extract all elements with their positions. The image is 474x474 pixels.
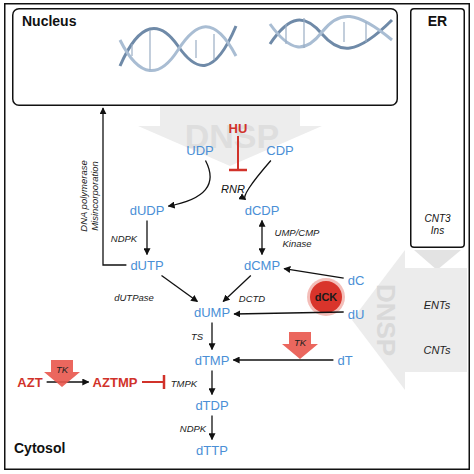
node-text: UDP (186, 143, 213, 158)
box-heading: ER (410, 13, 465, 29)
node-text: dTMP (195, 353, 230, 368)
node-text: dTDP (195, 398, 228, 413)
metabolite-label: dUMP (192, 304, 232, 321)
pathway-arrow (261, 221, 262, 255)
pathway-arrow (162, 276, 198, 302)
enzyme-circle: dCK (310, 281, 342, 313)
pathway-arrow (234, 312, 344, 314)
enzyme-label: NDPK (180, 423, 206, 434)
dna-strand (270, 16, 392, 47)
dnsp-arrow (138, 106, 322, 166)
watermark: DNSP (370, 284, 401, 356)
enzyme-label: TS (191, 331, 203, 342)
inhibition-line (142, 381, 164, 383)
node-text: dCMP (244, 258, 280, 273)
node-text: AZTMP (93, 375, 138, 390)
metabolite-label: dT (335, 352, 354, 369)
node-text: dCDP (245, 203, 280, 218)
tk-arrow (44, 360, 80, 387)
tk-arrow (282, 332, 318, 359)
rung (131, 44, 132, 56)
transporter-label: ENTs (424, 299, 451, 311)
enzyme-label: TK (294, 337, 306, 348)
metabolite-label: dUTP (128, 257, 165, 274)
pathway-arrow (211, 371, 212, 395)
enzyme-label: dUTPase (114, 292, 154, 303)
enzyme-label: DCTD (239, 293, 265, 304)
metabolite-label: dTTP (194, 442, 230, 459)
metabolite-label: UDP (184, 142, 215, 159)
transporter-label: CNTs (423, 344, 450, 356)
enzyme-label: RNR (221, 183, 245, 195)
dna-helix (120, 16, 392, 70)
pathway-arrow (233, 359, 333, 360)
node-text: dC (348, 273, 365, 288)
rung (285, 24, 286, 44)
cytosol-frame: Cytosol Nucleus ER CNT3 Ins UDP CDP dUDP dCDP dU… (4, 3, 470, 470)
pathway-arrow (211, 323, 212, 350)
rung (149, 30, 150, 70)
box-heading: CNT3 Ins (423, 213, 452, 237)
metabolite-label: dC (346, 272, 367, 289)
nucleus-box: Nucleus (12, 8, 398, 106)
pathway-arrow (47, 381, 89, 382)
rung (213, 34, 214, 60)
node-text: dUMP (194, 305, 230, 320)
box-heading: Cytosol (14, 440, 65, 456)
dna-rungs (132, 18, 366, 70)
metabolite-label: AZT (15, 374, 44, 391)
rung (303, 18, 304, 48)
node-text: dCK (315, 291, 338, 303)
pathway-arrow (245, 161, 271, 200)
pathway-arrow (211, 416, 212, 440)
node-text: CDP (266, 143, 293, 158)
inhibitor-label: HU (229, 121, 248, 136)
dna-strand (120, 27, 236, 71)
node-text: dT (337, 353, 352, 368)
enzyme-label: TMPK (171, 378, 197, 389)
rung (365, 22, 366, 42)
box-heading: Nucleus (22, 13, 76, 29)
rung (343, 22, 344, 42)
pathway-arrow (168, 161, 210, 207)
node-text: dUDP (130, 203, 165, 218)
metabolite-label: dCDP (243, 202, 282, 219)
metabolite-label: dTDP (193, 397, 230, 414)
metabolite-label: CDP (264, 142, 295, 159)
enzyme-label: NDPK (111, 233, 137, 244)
pathway-arrow (284, 269, 344, 279)
metabolite-label: dUDP (128, 202, 167, 219)
metabolite-label: AZTMP (91, 374, 140, 391)
node-text: dUTP (130, 258, 163, 273)
node-text: dU (348, 307, 365, 322)
metabolite-label: dCMP (242, 257, 282, 274)
metabolite-label: dTMP (193, 352, 232, 369)
inhibition-bar (163, 375, 166, 389)
inhibition-bar (229, 169, 247, 172)
dnsp-arrow (352, 250, 467, 390)
pathway-arrow (146, 221, 147, 255)
enzyme-label: DNA polymerase Misincorporation (78, 148, 100, 244)
rung (195, 40, 196, 58)
node-text: dTTP (196, 443, 228, 458)
node-text: AZT (17, 375, 42, 390)
er-box: ER CNT3 Ins (410, 8, 465, 248)
er-chevron (414, 250, 461, 270)
enzyme-label: TK (56, 364, 68, 375)
metabolite-label: dU (346, 306, 367, 323)
enzyme-label: UMP/CMP Kinase (272, 227, 322, 249)
